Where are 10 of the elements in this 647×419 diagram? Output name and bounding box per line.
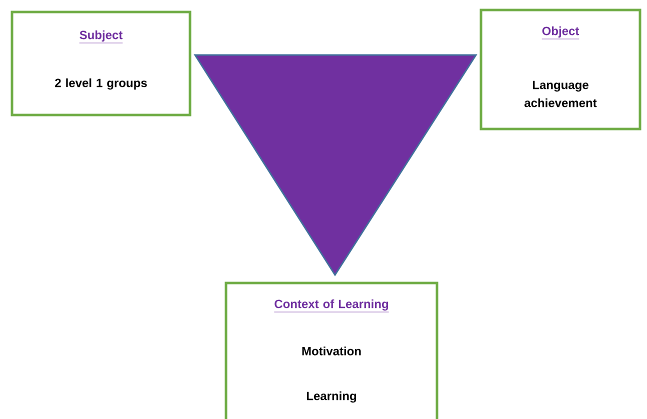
body-text: Motivation	[302, 346, 361, 356]
body-text: Learning	[306, 391, 356, 403]
text-box	[224, 282, 438, 419]
body-text: Language achievement	[524, 80, 597, 108]
text-box	[480, 8, 642, 130]
heading: Subject	[79, 30, 123, 44]
heading: Object	[542, 26, 580, 40]
heading: Context of Learning	[274, 299, 390, 312]
body-text: 2 level 1 groups	[55, 78, 147, 90]
text-box	[10, 10, 192, 116]
